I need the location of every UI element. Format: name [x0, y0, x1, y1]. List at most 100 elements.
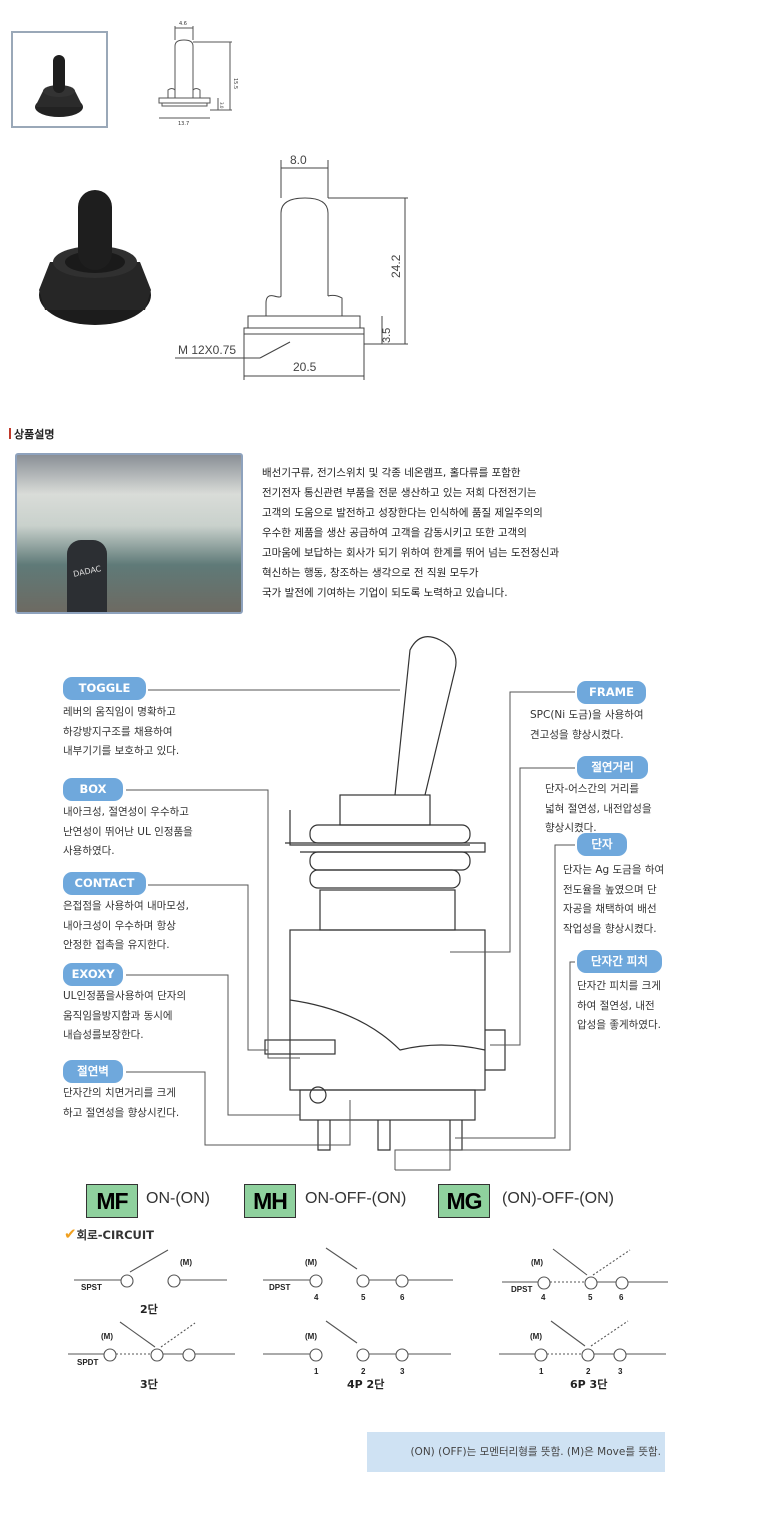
terminal-number: 3 [618, 1367, 623, 1376]
intro-line: 혁신하는 행동, 창조하는 생각으로 전 직원 모두가 [262, 567, 479, 579]
desc-line: 하고 절연성을 향상시킨다. [63, 1106, 180, 1119]
circuit-caption: 6P 3단 [570, 1377, 607, 1391]
desc-line: 난연성이 뛰어난 UL 인정품을 [63, 825, 193, 838]
mode-code-mh: MH [244, 1184, 296, 1218]
mode-code-mf: MF [86, 1184, 138, 1218]
feature-pill-frame: FRAME [577, 681, 646, 704]
terminal-number: 2 [361, 1367, 366, 1376]
section-heading: 상품설명 [9, 426, 54, 442]
dim-height: 15.5 [232, 78, 238, 89]
desc-line: 단자-어스간의 거리를 [545, 783, 640, 795]
terminal-number: 4 [314, 1293, 319, 1302]
desc-line: 전도율을 높였으며 단 [563, 883, 657, 896]
desc-line: 내부기기를 보호하고 있다. [63, 745, 180, 757]
circuit-move-label: (M) [180, 1258, 192, 1267]
product-thumbnail[interactable] [11, 31, 108, 128]
terminal-number: 3 [400, 1367, 405, 1376]
desc-line: 내습성를보장한다. [63, 1029, 144, 1041]
intro-line: 배선기구류, 전기스위치 및 각종 네온램프, 홀다류를 포함한 [262, 467, 521, 479]
desc-line: 움직임을방지함과 동시에 [63, 1009, 173, 1022]
feature-pill-insulation-wall: 절연벽 [63, 1060, 123, 1083]
intro-line: 우수한 제품을 생산 공급하여 고객을 감동시키고 또한 고객의 [262, 527, 527, 539]
small-dimension-drawing: 4.6 15.5 3.0 13.7 [158, 21, 238, 127]
dim-base-width-large: 20.5 [293, 360, 317, 374]
check-icon: ✔ [64, 1225, 77, 1243]
circuit-heading: ✔회로-CIRCUIT [64, 1225, 154, 1243]
desc-line: 내아크성이 우수하며 항상 [63, 919, 176, 932]
terminal-number: 5 [361, 1293, 366, 1302]
large-dimension-drawing: 8.0 24.2 3.5 M 12X0.75 20.5 [175, 153, 408, 380]
toggle-switch-diagram [126, 636, 575, 1171]
desc-line: SPC(Ni 도금)을 사용하여 [530, 709, 644, 721]
intro-line: 전기전자 통신관련 부품을 전문 생산하고 있는 저희 다전전기는 [262, 487, 537, 499]
intro-line: 고객의 도움으로 발전하고 성장한다는 인식하에 품질 제일주의의 [262, 507, 543, 519]
feature-pill-terminal-pitch: 단자간 피치 [577, 950, 662, 973]
desc-line: 하강방지구조를 채용하여 [63, 725, 173, 738]
desc-line: 향상시켰다. [545, 822, 597, 834]
intro-text: 배선기구류, 전기스위치 및 각종 네온램프, 홀다류를 포함한 전기전자 통신… [262, 463, 559, 603]
feature-pill-box: BOX [63, 778, 123, 801]
rubber-boot-icon [35, 55, 83, 117]
desc-line: 하여 절연성, 내전 [577, 999, 655, 1012]
dim-width-top: 4.6 [179, 21, 187, 27]
desc-line: 은접점을 사용하여 내마모성, [63, 900, 189, 912]
desc-line: 넓혀 절연성, 내전압성을 [545, 802, 652, 815]
terminal-number: 6 [619, 1293, 624, 1302]
note-text: (ON) (OFF)는 모멘터리형를 뜻함. (M)은 Move를 뜻함. [410, 1446, 661, 1458]
desc-line: 자공을 채택하여 배선 [563, 903, 657, 915]
dim-base-height-large: 3.5 [381, 328, 393, 343]
section-title: 상품설명 [14, 428, 55, 441]
circuit-move-label: (M) [531, 1258, 543, 1267]
terminal-number: 2 [586, 1367, 591, 1376]
desc-line: UL인정품을사용하여 단자의 [63, 990, 187, 1002]
circuit-move-label: (M) [530, 1332, 542, 1341]
desc-line: 작업성을 향상시켰다. [563, 922, 657, 935]
desc-line: 압성을 좋게하였다. [577, 1019, 661, 1031]
terminal-number: 5 [588, 1293, 593, 1302]
circuit-title: 회로-CIRCUIT [76, 1228, 154, 1242]
mode-desc-mf: ON-(ON) [146, 1190, 210, 1207]
factory-photo: DADAC [15, 453, 243, 614]
rubber-boot-photo [39, 190, 151, 325]
mode-desc-mg: (ON)-OFF-(ON) [502, 1190, 614, 1207]
circuit-caption: 2단 [140, 1302, 158, 1316]
circuit-type-label: DPST [511, 1285, 532, 1294]
feature-pill-exoxy: EXOXY [63, 963, 123, 986]
feature-pill-insulation-distance: 절연거리 [577, 756, 648, 779]
circuit-type-label: DPST [269, 1283, 290, 1292]
feature-pill-toggle: TOGGLE [63, 677, 146, 700]
desc-line: 단자는 Ag 도금을 하여 [563, 864, 665, 876]
feature-pill-terminal: 단자 [577, 833, 627, 856]
circuit-caption: 4P 2단 [347, 1377, 384, 1391]
desc-line: 내아크성, 절연성이 우수하고 [63, 806, 189, 818]
feature-pill-contact: CONTACT [63, 872, 146, 895]
terminal-number: 1 [539, 1367, 544, 1376]
intro-line: 고마움에 보답하는 회사가 되기 위하여 한계를 뛰어 넘는 도전정신과 [262, 547, 560, 559]
circuit-type-label: SPST [81, 1283, 102, 1292]
dim-height-large: 24.2 [389, 254, 403, 278]
desc-line: 견고성을 향상시켰다. [530, 728, 624, 741]
circuit-move-label: (M) [101, 1332, 113, 1341]
circuit-move-label: (M) [305, 1332, 317, 1341]
mode-desc-mh: ON-OFF-(ON) [305, 1190, 407, 1207]
circuit-move-label: (M) [305, 1258, 317, 1267]
worker-figure [67, 540, 107, 612]
desc-line: 단자간 피치를 크게 [577, 980, 661, 992]
desc-line: 안정한 접촉을 유지한다. [63, 939, 170, 951]
desc-line: 레버의 움직임이 명확하고 [63, 706, 176, 718]
heading-bar [9, 428, 11, 439]
circuit-caption: 3단 [140, 1377, 158, 1391]
circuit-diagrams: SPST (M) 2단 DPST (M) 4 5 6 DPST (M) 4 5 … [68, 1247, 668, 1391]
circuit-type-label: SPDT [77, 1358, 98, 1367]
terminal-number: 6 [400, 1293, 405, 1302]
terminal-number: 4 [541, 1293, 546, 1302]
terminal-number: 1 [314, 1367, 319, 1376]
